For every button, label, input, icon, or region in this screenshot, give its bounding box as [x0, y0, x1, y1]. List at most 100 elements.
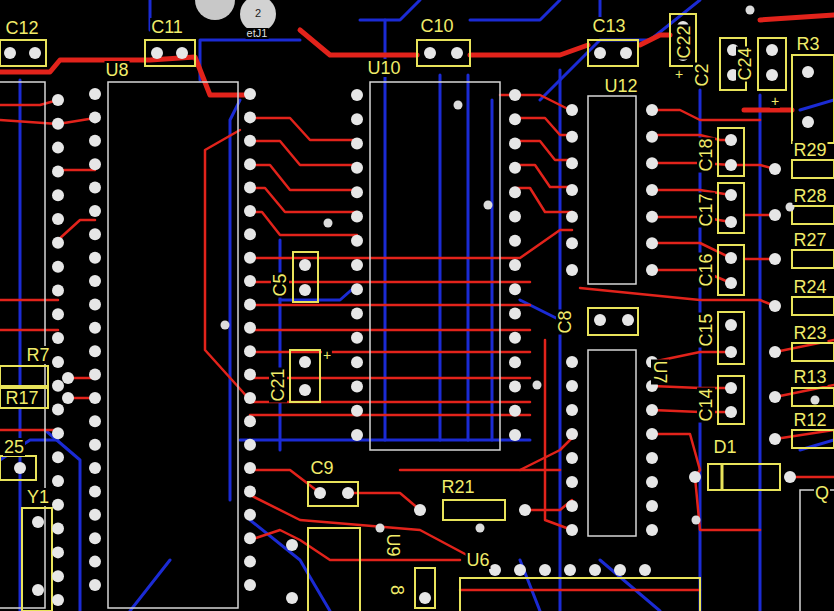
pad: [351, 235, 363, 247]
pad: [725, 189, 737, 201]
label-anchor: +: [322, 347, 332, 363]
pad: [509, 332, 521, 344]
label-anchor: Q: [814, 484, 830, 502]
pad: [514, 564, 526, 576]
power-trace: [300, 30, 417, 55]
part-outline: [758, 38, 786, 90]
part-outline: [290, 350, 320, 402]
label-anchor: U12: [603, 77, 638, 95]
label-anchor: D1: [712, 438, 737, 456]
part-outline: [792, 430, 834, 448]
label-anchor: C9: [309, 459, 334, 477]
pad: [784, 471, 796, 483]
red-trace: [520, 438, 572, 470]
pad: [244, 182, 256, 194]
silkscreen-label: U10: [366, 59, 401, 77]
silkscreen-label: C5: [271, 272, 289, 297]
blue-trace: [130, 560, 170, 611]
pad: [725, 252, 737, 264]
part-outline: [792, 160, 834, 178]
label-anchor: R24: [792, 278, 827, 296]
silkscreen-outline-layer: [0, 14, 834, 611]
part-outline: [443, 500, 505, 520]
pad: [89, 462, 101, 474]
pad: [725, 216, 737, 228]
power-trace: [640, 35, 670, 45]
pad: [244, 369, 256, 381]
silkscreen-label: C17: [697, 192, 715, 227]
pad: [646, 157, 658, 169]
pad: [646, 184, 658, 196]
blue-trace: [759, 95, 762, 611]
red-trace: [652, 270, 731, 283]
red-trace: [0, 429, 58, 432]
part-outline: [415, 568, 435, 608]
blue-trace: [540, 0, 700, 100]
red-trace: [250, 188, 357, 212]
pad: [351, 380, 363, 392]
label-anchor: U6: [465, 551, 490, 569]
pad: [176, 47, 188, 59]
red-trace: [0, 329, 58, 332]
red-trace: [652, 190, 731, 195]
via: [484, 201, 493, 210]
pad: [299, 384, 311, 396]
pad: [509, 380, 521, 392]
pad: [52, 475, 64, 487]
pad: [244, 345, 256, 357]
pad: [509, 186, 521, 198]
pad: [769, 163, 781, 175]
label-anchor: C17: [697, 192, 715, 227]
silkscreen-label: 8: [388, 584, 406, 596]
pad: [89, 111, 101, 123]
label-anchor: U8: [104, 61, 129, 79]
pad: [151, 47, 163, 59]
pad: [566, 211, 578, 223]
silkscreen-label: +: [322, 348, 332, 362]
pad: [725, 277, 737, 289]
red-trace: [652, 434, 700, 477]
label-anchor: R28: [792, 187, 827, 205]
pad: [89, 322, 101, 334]
red-trace: [0, 118, 95, 124]
label-anchor: R12: [792, 411, 827, 429]
part-outline: [0, 40, 46, 66]
pad: [244, 322, 256, 334]
label-anchor: R7: [25, 346, 50, 364]
pad: [52, 189, 64, 201]
silkscreen-label: R29: [792, 141, 827, 159]
pad: [244, 88, 256, 100]
silkscreen-label: C2: [693, 62, 711, 87]
power-trace: [744, 108, 792, 113]
silkscreen-label: Q: [814, 484, 830, 502]
pad: [769, 209, 781, 221]
part-outline: [145, 40, 195, 66]
pad: [351, 259, 363, 271]
pad: [646, 131, 658, 143]
pad: [62, 372, 74, 384]
pad: [342, 487, 354, 499]
label-anchor: C5: [271, 272, 289, 297]
pad: [725, 346, 737, 358]
silkscreen-label: C18: [697, 137, 715, 172]
silkscreen-label: U7: [651, 359, 669, 384]
silkscreen-label: C14: [697, 387, 715, 422]
pad: [769, 300, 781, 312]
pad: [89, 275, 101, 287]
silkscreen-label: 25: [3, 438, 25, 456]
label-anchor: C24: [736, 46, 754, 81]
pad: [89, 252, 101, 264]
pad: [766, 69, 778, 81]
pad: [622, 314, 634, 326]
red-trace: [250, 377, 530, 380]
part-outline: [670, 14, 696, 66]
silkscreen-label: C16: [697, 252, 715, 287]
part-outline: [22, 508, 52, 611]
pad: [769, 433, 781, 445]
red-trace: [250, 118, 357, 140]
pad: [244, 275, 256, 287]
silkscreen-label: R23: [792, 324, 827, 342]
power-trace: [0, 57, 250, 95]
part-outline: [0, 456, 36, 480]
pad: [52, 261, 64, 273]
